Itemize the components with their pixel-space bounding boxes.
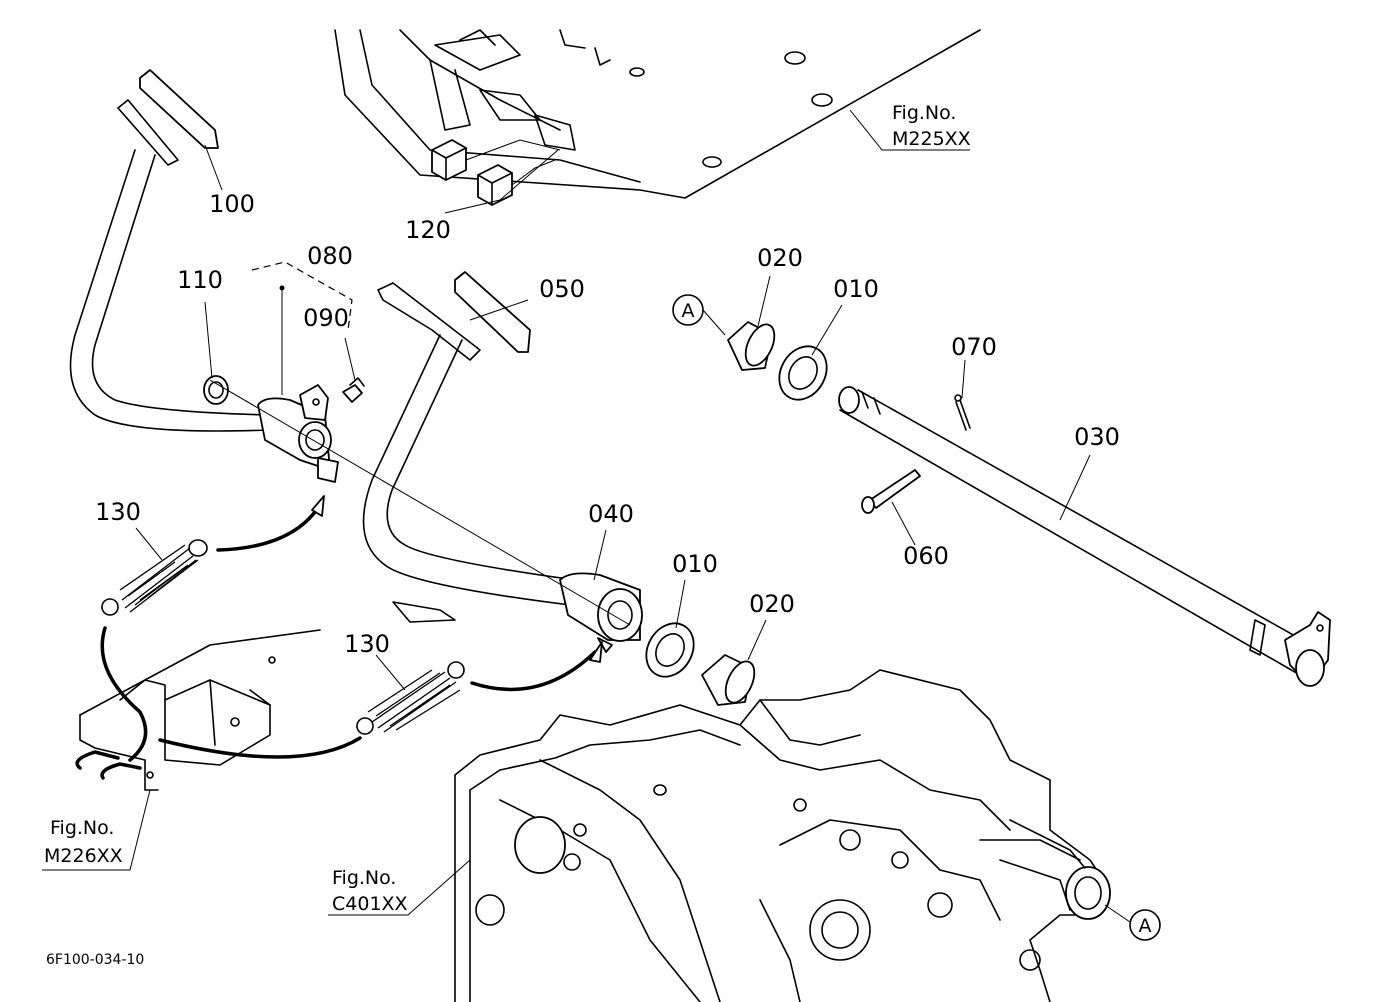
callout-120: 120 [405,216,451,244]
right-clutch-pedal [362,271,643,653]
leader-lines [42,109,1131,923]
callout-110: 110 [177,266,223,294]
callout-050: 050 [539,275,585,303]
spring-hook-path-3 [100,626,148,762]
rubber-block-120 [431,139,561,206]
figure-reference-m225: Fig.No. M225XX [892,102,971,150]
return-spring-130-upper [101,539,208,616]
svg-text:A: A [682,300,695,322]
callout-130-upper: 130 [95,498,141,526]
pedal-shaft-030 [838,386,1331,687]
arrow-head-1 [311,495,325,517]
left-brake-pedal [69,69,365,483]
callout-020-lower: 020 [749,590,795,618]
seal-010-lower [645,622,695,678]
floor-plate [334,29,981,199]
svg-text:M226XX: M226XX [44,845,123,867]
callout-040: 040 [588,500,634,528]
cotter-pin-070 [954,394,971,431]
svg-text:Fig.No.: Fig.No. [50,817,114,839]
callout-labels: 100 120 110 080 090 050 020 010 070 030 … [95,190,1120,658]
figure-reference-c401: Fig.No. C401XX [332,867,408,915]
seal-010-upper [778,345,828,401]
assembly-axis-line [209,379,631,626]
svg-text:Fig.No.: Fig.No. [892,102,956,124]
callout-020-upper: 020 [757,244,803,272]
return-spring-130-lower [356,661,465,735]
callout-130-lower: 130 [344,630,390,658]
arrow-head-2 [589,641,603,663]
spring-hook-path-1 [216,506,320,552]
pin-060 [861,469,921,514]
spring-hook-path-2 [470,650,597,692]
transmission-housing [454,669,1111,1002]
spring-hook-path-4 [158,736,362,759]
drawing-code: 6F100-034-10 [46,952,144,968]
callout-010-upper: 010 [833,275,879,303]
callout-030: 030 [1074,423,1120,451]
callout-060: 060 [903,542,949,570]
callout-010-lower: 010 [672,550,718,578]
callout-100: 100 [209,190,255,218]
callout-090: 090 [303,304,349,332]
svg-text:Fig.No.: Fig.No. [332,867,396,889]
svg-text:M225XX: M225XX [892,128,971,150]
bushing-020-upper [727,321,776,371]
bushing-020-lower [701,654,756,706]
svg-text:C401XX: C401XX [332,893,408,915]
figure-reference-m226: Fig.No. M226XX [44,817,123,867]
spring-bracket [75,629,321,791]
callout-070: 070 [951,333,997,361]
reference-marker-a-lower: A [1129,909,1161,941]
svg-text:A: A [1139,915,1152,937]
reference-marker-a-upper: A [672,294,704,326]
callout-080: 080 [307,242,353,270]
